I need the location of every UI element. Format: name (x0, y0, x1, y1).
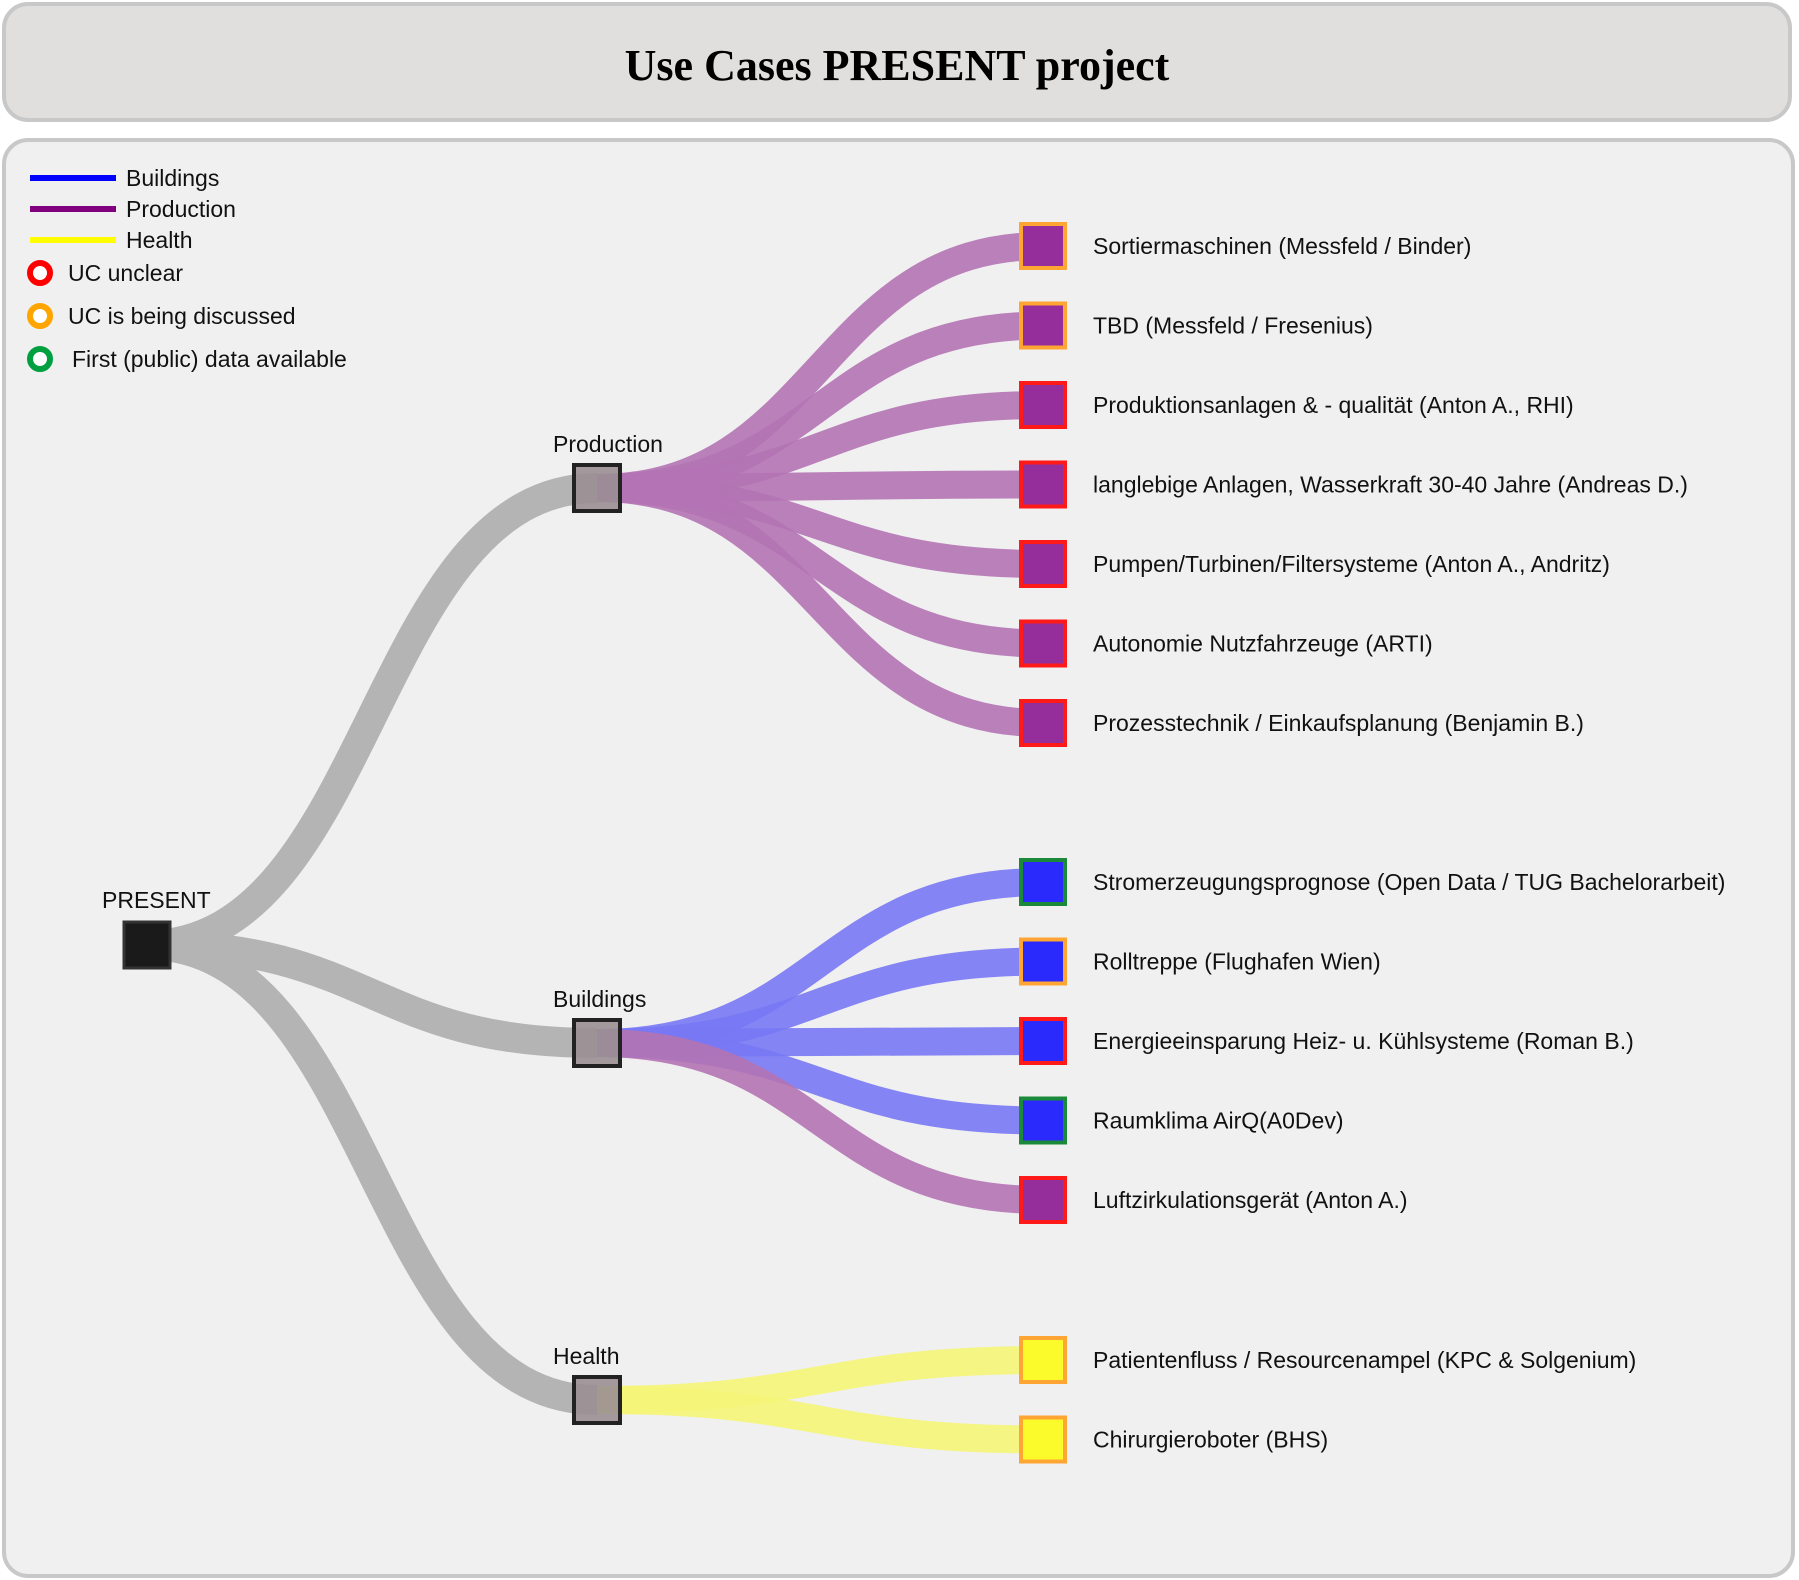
tree-links (146, 232, 1044, 1454)
leaf-node-production-6 (1019, 619, 1067, 668)
leaf-label: Autonomie Nutzfahrzeuge (ARTI) (1093, 631, 1433, 657)
leaf-label: Luftzirkulationsgerät (Anton A.) (1093, 1187, 1408, 1213)
leaf-node-buildings-4 (1019, 1096, 1067, 1145)
leaf-label: Stromerzeugungsprognose (Open Data / TUG… (1093, 869, 1725, 895)
legend-status-label-uc-is-being-discussed: UC is being discussed (68, 303, 296, 329)
leaf-label: Sortiermaschinen (Messfeld / Binder) (1093, 233, 1471, 259)
leaf-node-health-2 (1019, 1415, 1067, 1464)
link-present-buildings (146, 930, 598, 1058)
link-present-health (146, 930, 598, 1415)
category-node-buildings (572, 1018, 622, 1068)
leaf-label: Patientenfluss / Resourcenampel (KPC & S… (1093, 1347, 1636, 1373)
leaf-node-production-1 (1019, 222, 1067, 270)
category-node-production (572, 463, 622, 513)
leaf-node-production-5 (1019, 540, 1067, 588)
root-node (122, 920, 172, 970)
category-label-buildings: Buildings (553, 986, 646, 1012)
link-buildings-5 (596, 1029, 1044, 1214)
leaf-node-production-3 (1019, 381, 1067, 429)
link-production-7 (596, 474, 1044, 737)
leaf-label: Prozesstechnik / Einkaufsplanung (Benjam… (1093, 710, 1584, 736)
root-label: PRESENT (102, 887, 211, 913)
category-label-health: Health (553, 1343, 619, 1369)
link-health-2 (596, 1386, 1044, 1454)
leaf-node-production-7 (1019, 699, 1067, 747)
leaf-label: Rolltreppe (Flughafen Wien) (1093, 949, 1381, 975)
leaf-label: Pumpen/Turbinen/Filtersysteme (Anton A.,… (1093, 551, 1610, 577)
link-present-production (146, 473, 598, 960)
leaf-node-production-2 (1019, 301, 1067, 350)
legend-label-buildings: Buildings (126, 165, 219, 191)
legend-status-marker-uc-is-being-discussed (27, 303, 53, 329)
legend-label-health: Health (126, 227, 192, 253)
leaf-node-buildings-1 (1019, 858, 1067, 906)
legend-status-marker-uc-unclear (27, 260, 53, 286)
leaf-node-health-1 (1019, 1336, 1067, 1384)
header-panel: Use Cases PRESENT project (2, 2, 1792, 122)
tree-nodes: PRESENTProductionBuildingsHealthSortierm… (102, 222, 1725, 1464)
legend-status-label-uc-unclear: UC unclear (68, 260, 183, 286)
legend-label-production: Production (126, 196, 236, 222)
leaf-label: Chirurgieroboter (BHS) (1093, 1427, 1328, 1453)
page-title: Use Cases PRESENT project (624, 40, 1170, 90)
leaf-node-buildings-5 (1019, 1176, 1067, 1224)
leaf-node-buildings-2 (1019, 937, 1067, 986)
leaf-label: TBD (Messfeld / Fresenius) (1093, 313, 1373, 339)
category-label-production: Production (553, 431, 663, 457)
category-node-health (572, 1375, 622, 1425)
leaf-label: Produktionsanlagen & - qualität (Anton A… (1093, 392, 1574, 418)
leaf-node-production-4 (1019, 460, 1067, 509)
leaf-label: Raumklima AirQ(A0Dev) (1093, 1108, 1344, 1134)
leaf-label: Energieeinsparung Heiz- u. Kühlsysteme (… (1093, 1028, 1634, 1054)
legend-status-marker-first-public-data-available (27, 346, 53, 372)
leaf-node-buildings-3 (1019, 1017, 1067, 1065)
leaf-label: langlebige Anlagen, Wasserkraft 30-40 Ja… (1093, 472, 1688, 498)
legend-status-label-first-public-data-available: First (public) data available (72, 346, 347, 372)
